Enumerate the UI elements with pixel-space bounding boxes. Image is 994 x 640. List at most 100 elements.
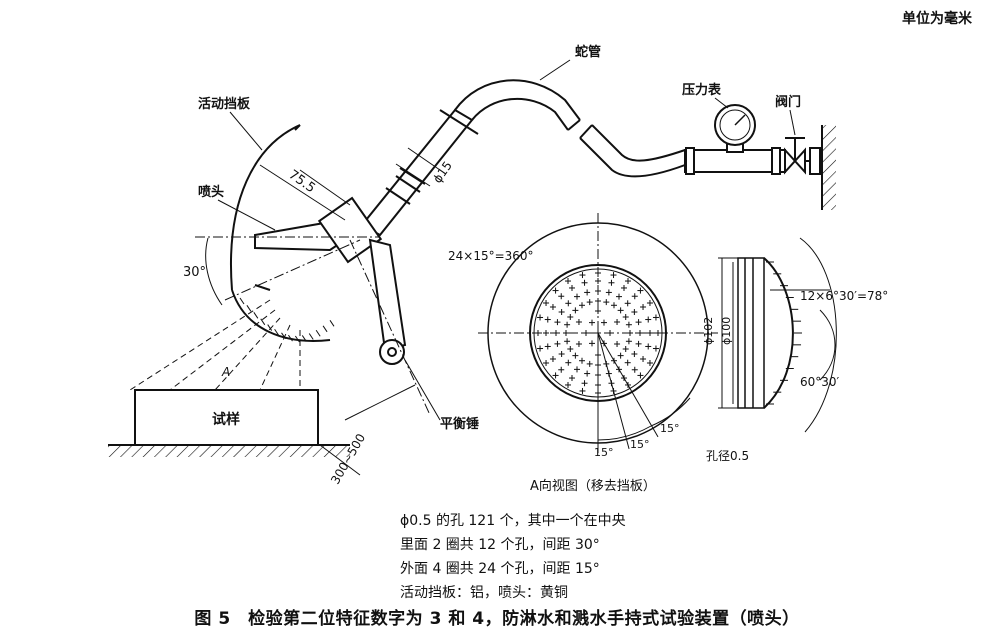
- shield-tick: [301, 335, 307, 342]
- label-holes-angle: 24×15°=360°: [448, 249, 534, 263]
- note-line-4: 活动挡板：铝，喷头：黄铜: [400, 585, 568, 601]
- side-arcs: [770, 237, 837, 433]
- hole-mark: [595, 288, 601, 294]
- label-angle-60-30: 60°30′: [800, 375, 840, 389]
- hole-mark: [595, 270, 601, 276]
- label-movable-shield: 活动挡板: [198, 96, 251, 112]
- hole-mark: [621, 284, 627, 291]
- hole-mark: [564, 321, 571, 328]
- angle-arc: [650, 397, 691, 427]
- hole-mark: [552, 372, 559, 379]
- hole-mark: [543, 330, 549, 336]
- label-sample: 试样: [212, 411, 240, 428]
- hole-mark: [610, 272, 617, 279]
- label-dist-300-500: 300~500: [328, 431, 368, 486]
- label-view-title: A向视图（移去挡板）: [530, 478, 656, 494]
- hole-mark: [565, 359, 572, 366]
- hole-mark: [537, 314, 544, 321]
- hole-mark: [589, 319, 595, 326]
- hole-mark: [543, 300, 550, 306]
- hole-mark: [558, 293, 565, 300]
- hole-mark: [569, 284, 575, 291]
- hole-mark: [537, 345, 544, 352]
- label-arc-angle: 12×6°30′=78°: [800, 289, 888, 303]
- hole-mark: [554, 340, 561, 347]
- hole-mark: [652, 314, 659, 321]
- hole-mark: [625, 278, 631, 285]
- hole-mark: [586, 360, 593, 367]
- label-valve: 阀门: [775, 94, 801, 110]
- hole-mark: [647, 330, 653, 336]
- supply-pipe: [684, 137, 822, 175]
- hole-mark: [581, 279, 588, 286]
- label-counterweight: 平衡锤: [440, 416, 479, 432]
- hole-mark: [558, 309, 565, 315]
- wall: [821, 125, 836, 210]
- hole-mark: [565, 278, 571, 285]
- label-ang15-c: 15°: [660, 422, 680, 435]
- hole-mark: [631, 293, 638, 300]
- hole-mark: [586, 299, 593, 306]
- hole-mark: [616, 293, 622, 300]
- hole-mark: [549, 356, 556, 362]
- hole-mark: [595, 278, 601, 284]
- hole-mark: [635, 340, 642, 347]
- hole-mark: [549, 304, 556, 310]
- hole-mark: [614, 341, 621, 347]
- hole-mark: [575, 341, 582, 347]
- spray-lines: [129, 299, 301, 391]
- shield-tick: [239, 297, 245, 305]
- hole-mark: [575, 319, 582, 325]
- counterweight-leader: [404, 359, 441, 421]
- hole-mark: [631, 351, 638, 357]
- label-angle-30: 30°: [183, 265, 206, 280]
- hole-mark: [589, 340, 595, 347]
- label-hole-dia: 孔径0.5: [706, 449, 749, 463]
- dim-75-5: [259, 164, 351, 221]
- angle-arc: [597, 425, 652, 441]
- hole-mark: [637, 330, 643, 336]
- note-line-2: 里面 2 圈共 12 个孔，间距 30°: [400, 537, 600, 553]
- dim-300-500-lines: [319, 384, 416, 476]
- hole-mark: [579, 387, 586, 394]
- label-spray-nozzle: 喷头: [198, 184, 224, 200]
- hole-mark: [567, 314, 574, 320]
- shield-tick: [329, 320, 335, 327]
- hole-mark: [535, 330, 541, 336]
- hole-mark: [552, 287, 559, 294]
- hole-mark: [607, 330, 613, 336]
- hole-mark: [605, 289, 612, 296]
- hole-mark: [640, 356, 647, 362]
- hole-mark: [646, 300, 653, 306]
- label-ang15-b: 15°: [630, 438, 650, 451]
- hole-mark: [595, 308, 601, 314]
- hole-mark: [544, 343, 551, 350]
- hole-mark: [554, 319, 561, 326]
- unit-label: 单位为毫米: [902, 11, 972, 27]
- hole-mark: [572, 352, 579, 359]
- shield-ticks: [239, 297, 335, 343]
- shield-tick: [253, 312, 259, 319]
- hole-mark: [637, 287, 644, 294]
- hole-mark: [572, 307, 579, 314]
- hole-mark: [645, 343, 652, 350]
- hole-mark: [601, 319, 607, 326]
- hole-mark: [614, 319, 621, 325]
- hole-mark: [624, 300, 631, 307]
- label-ang15-a: 15°: [594, 446, 614, 459]
- shield-tick: [281, 332, 286, 340]
- label-d100: ϕ100: [720, 317, 733, 345]
- hole-mark: [579, 357, 585, 364]
- hole-mark: [544, 316, 551, 323]
- axis-lines: [195, 236, 431, 416]
- shield-tick: [322, 325, 328, 333]
- hole-mark: [617, 307, 624, 314]
- hole-mark: [608, 279, 615, 286]
- shield-tick: [246, 305, 252, 312]
- hole-mark: [564, 338, 571, 345]
- shield-tick: [294, 335, 300, 343]
- hole-mark: [584, 289, 591, 296]
- figure-caption: 图 5 检验第二位特征数字为 3 和 4，防淋水和溅水手持式试验装置（喷头）: [194, 609, 800, 629]
- note-line-3: 外面 4 圈共 24 个孔，间距 15°: [400, 561, 600, 577]
